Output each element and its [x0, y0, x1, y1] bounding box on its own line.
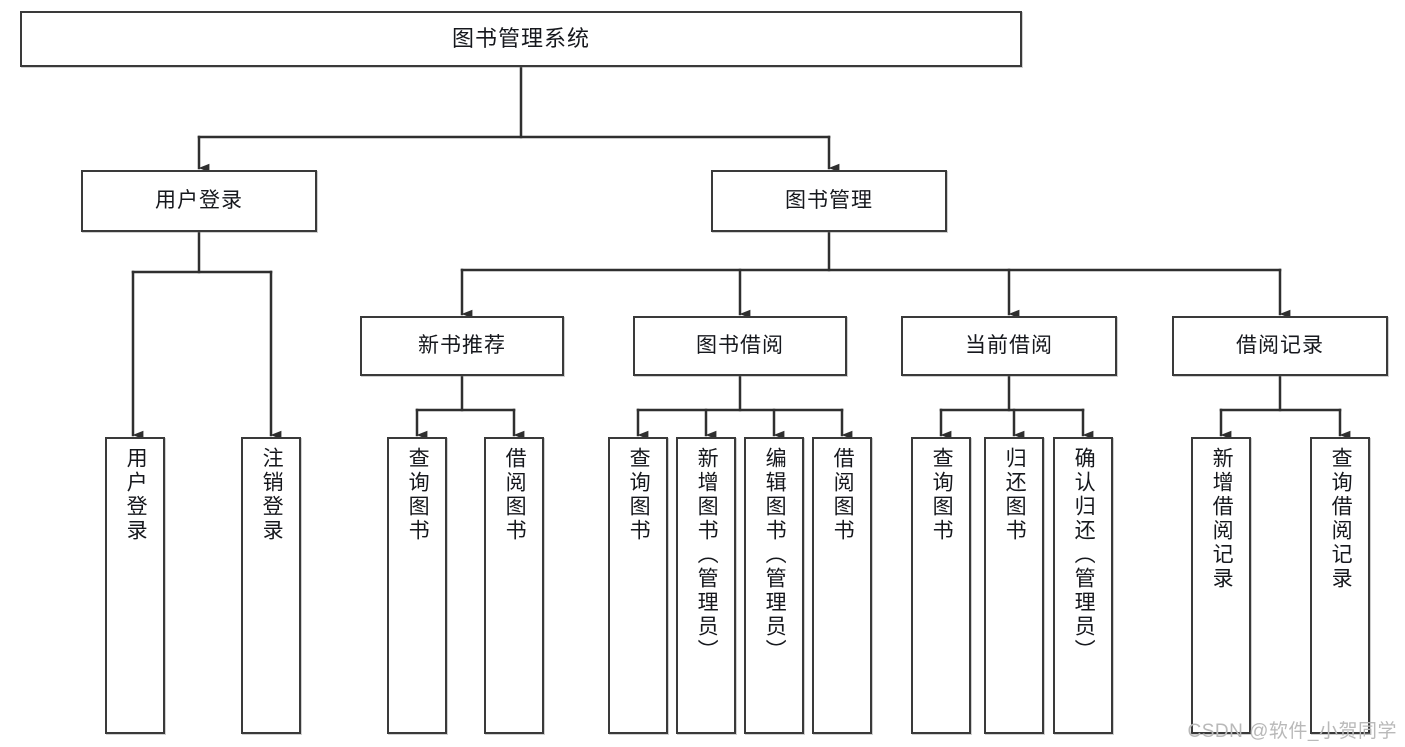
node-leaf-return-book-label: 归还图书 — [1003, 447, 1027, 543]
node-book-manage-label: 图书管理 — [785, 188, 873, 212]
node-book-borrow[interactable]: 图书借阅 — [633, 316, 847, 376]
node-book-manage[interactable]: 图书管理 — [711, 170, 947, 232]
node-root-label: 图书管理系统 — [451, 26, 590, 52]
node-leaf-query-book-3-label: 查询图书 — [930, 447, 954, 543]
node-leaf-add-book-label: 新增图书（管理员） — [695, 447, 719, 663]
node-leaf-add-record-label: 新增借阅记录 — [1210, 447, 1234, 591]
node-leaf-query-record[interactable]: 查询借阅记录 — [1310, 437, 1370, 734]
node-leaf-confirm-return-label: 确认归还（管理员） — [1072, 447, 1096, 663]
node-leaf-query-book-1[interactable]: 查询图书 — [387, 437, 447, 734]
csdn-watermark: CSDN @软件_小贺同学 — [1187, 721, 1397, 742]
node-leaf-borrow-book-1-label: 借阅图书 — [503, 447, 527, 543]
node-leaf-borrow-book-1[interactable]: 借阅图书 — [484, 437, 544, 734]
node-leaf-logout[interactable]: 注销登录 — [241, 437, 301, 734]
node-user-login[interactable]: 用户登录 — [81, 170, 317, 232]
node-leaf-query-book-2[interactable]: 查询图书 — [608, 437, 668, 734]
node-leaf-user-login-label: 用户登录 — [124, 447, 148, 543]
node-book-borrow-label: 图书借阅 — [696, 333, 784, 357]
node-leaf-add-book[interactable]: 新增图书（管理员） — [676, 437, 736, 734]
node-new-book-rec[interactable]: 新书推荐 — [360, 316, 564, 376]
node-root[interactable]: 图书管理系统 — [20, 11, 1022, 67]
node-user-login-label: 用户登录 — [155, 188, 243, 212]
node-leaf-edit-book[interactable]: 编辑图书（管理员） — [744, 437, 804, 734]
node-leaf-query-record-label: 查询借阅记录 — [1329, 447, 1353, 591]
node-leaf-add-record[interactable]: 新增借阅记录 — [1191, 437, 1251, 734]
node-leaf-query-book-2-label: 查询图书 — [627, 447, 651, 543]
node-leaf-query-book-3[interactable]: 查询图书 — [911, 437, 971, 734]
node-borrow-record-label: 借阅记录 — [1236, 333, 1324, 357]
node-leaf-user-login[interactable]: 用户登录 — [105, 437, 165, 734]
node-current-borrow-label: 当前借阅 — [965, 333, 1053, 357]
node-leaf-return-book[interactable]: 归还图书 — [984, 437, 1044, 734]
node-leaf-edit-book-label: 编辑图书（管理员） — [763, 447, 787, 663]
node-leaf-borrow-book-2[interactable]: 借阅图书 — [812, 437, 872, 734]
node-leaf-query-book-1-label: 查询图书 — [406, 447, 430, 543]
node-current-borrow[interactable]: 当前借阅 — [901, 316, 1117, 376]
node-new-book-rec-label: 新书推荐 — [418, 333, 506, 357]
node-borrow-record[interactable]: 借阅记录 — [1172, 316, 1388, 376]
node-leaf-logout-label: 注销登录 — [260, 447, 284, 543]
node-leaf-borrow-book-2-label: 借阅图书 — [831, 447, 855, 543]
node-leaf-confirm-return[interactable]: 确认归还（管理员） — [1053, 437, 1113, 734]
